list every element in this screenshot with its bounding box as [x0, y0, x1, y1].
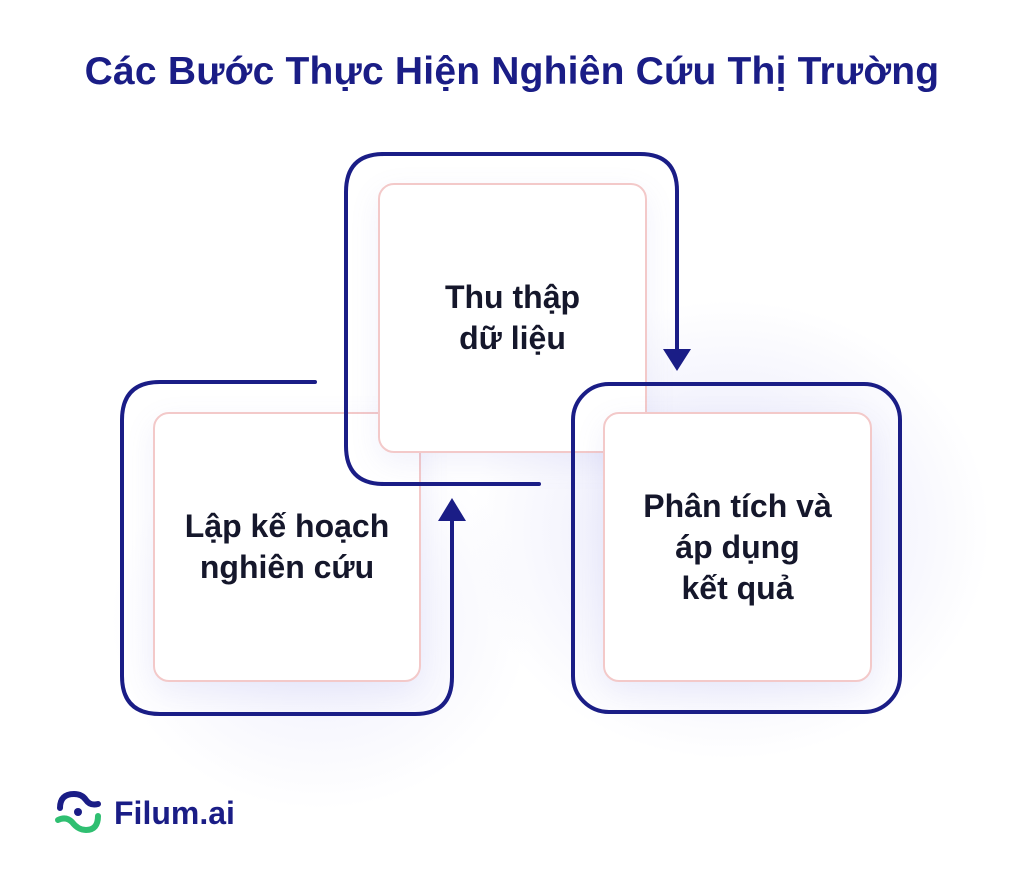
step-card-collect: Thu thập dữ liệu [378, 183, 647, 453]
arrow-down-icon [663, 349, 691, 371]
frame-plan [120, 380, 454, 716]
brand-logo: Filum.ai [52, 790, 235, 836]
step-card-plan: Lập kế hoạch nghiên cứu [153, 412, 421, 682]
frame-collect [344, 152, 679, 486]
step-label-collect: Thu thập dữ liệu [444, 279, 581, 356]
filum-logo-icon [55, 790, 101, 834]
step-label-analyze: Phân tích và áp dụng kết quả [643, 487, 832, 606]
brand-name: Filum.ai [114, 794, 235, 831]
arrow-up-icon [438, 498, 466, 521]
page-title: Các Bước Thực Hiện Nghiên Cứu Thị Trường [84, 50, 940, 93]
frame-analyze [571, 382, 902, 714]
step-card-analyze: Phân tích và áp dụng kết quả [603, 412, 872, 682]
step-label-plan: Lập kế hoạch nghiên cứu [184, 508, 390, 585]
